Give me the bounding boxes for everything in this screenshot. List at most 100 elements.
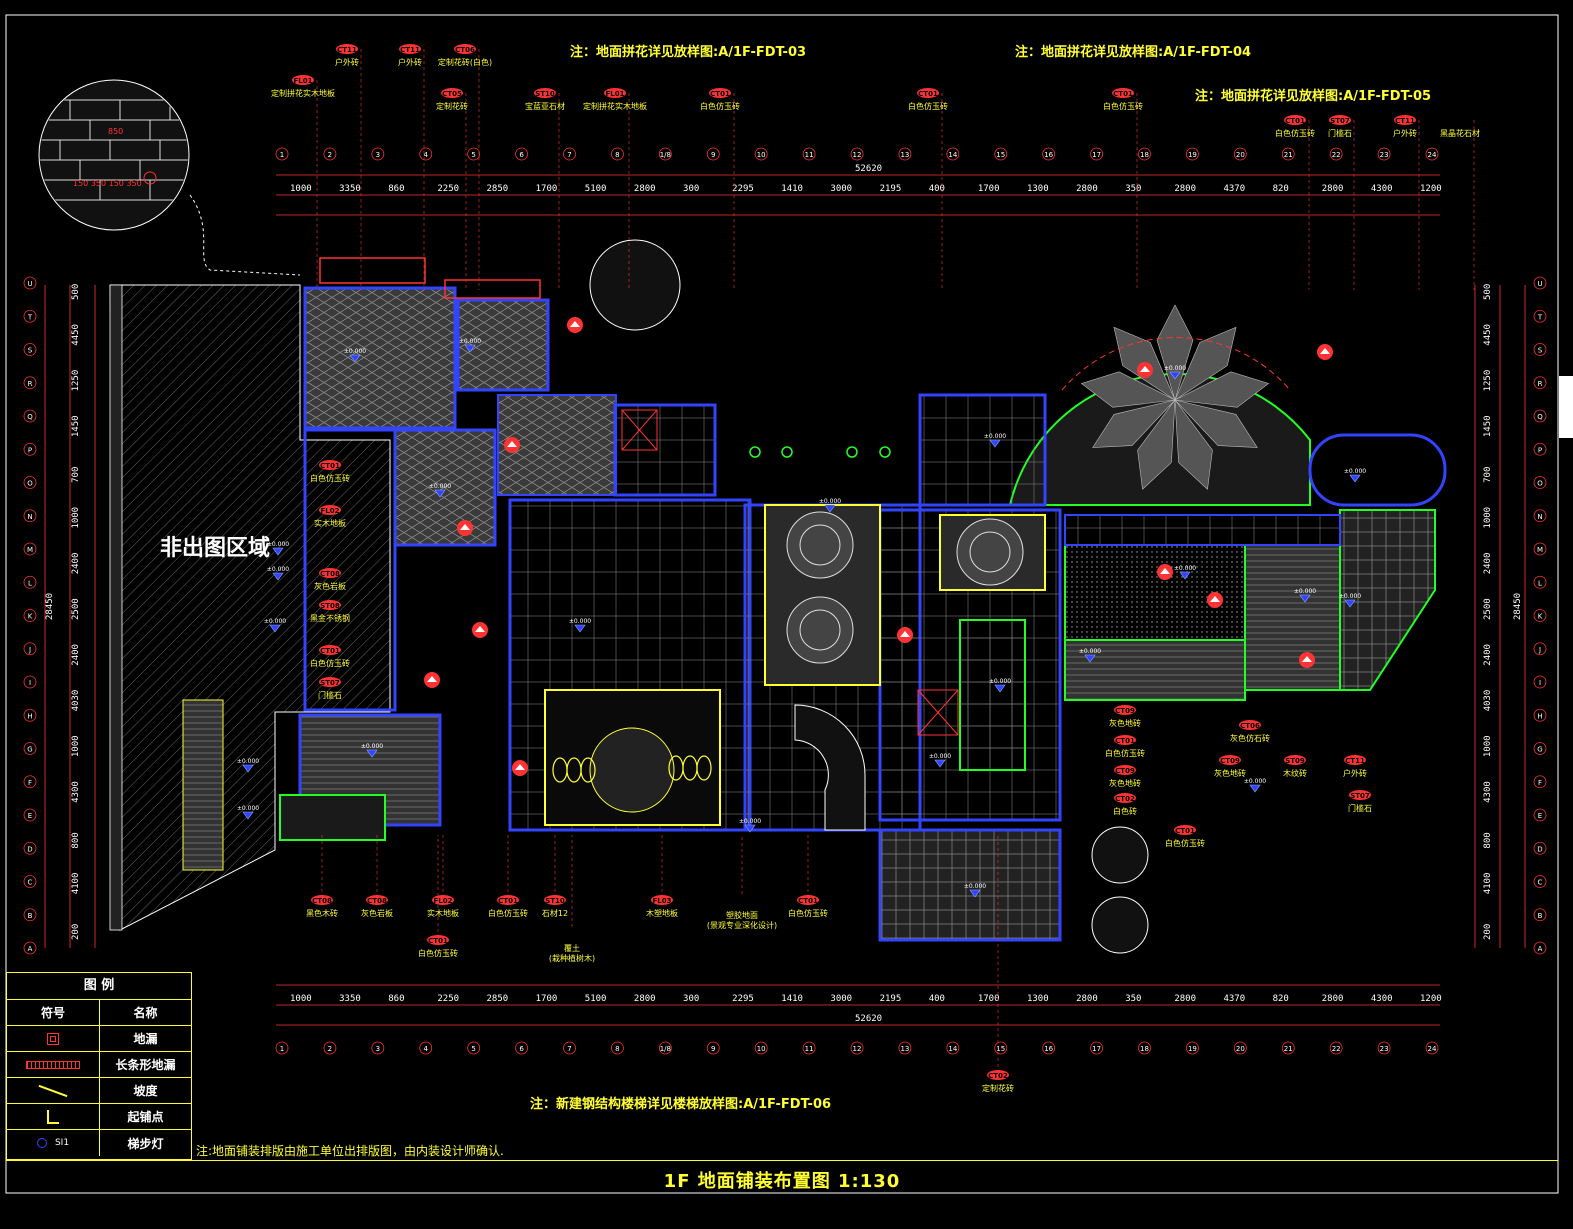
top-grid-bubble: [754, 147, 768, 161]
top-dim: 1200: [1420, 184, 1442, 194]
bottom-dim: 300: [683, 994, 699, 1004]
left-tag-name: 白色仿玉砖: [310, 658, 350, 668]
right-dim: 2500: [1483, 598, 1493, 620]
elevation-label: ±0.000: [1174, 565, 1196, 572]
footnote: 注:地面铺装排版由施工单位出排版图，由内装设计师确认.: [196, 1144, 504, 1158]
left-grid-bubble: [23, 309, 37, 323]
left-grid-label: I: [29, 679, 31, 687]
section-arrow: [460, 524, 470, 530]
right-grid-bubble: [1533, 675, 1547, 689]
top-grid-label: 19: [1188, 151, 1197, 159]
left-tag-marker: [319, 568, 341, 578]
right-dim: 2400: [1483, 553, 1493, 575]
legend-row-linear-drain: 长条形地漏: [7, 1052, 191, 1078]
bottom-dim: 1200: [1420, 994, 1442, 1004]
svg-text:150 350 150 350: 150 350 150 350: [73, 179, 142, 188]
legend-header: 符号 名称: [7, 1000, 191, 1026]
top-tag-marker: [454, 44, 476, 54]
right-tag-name: 灰色仿石砖: [1230, 733, 1270, 743]
left-dim: 1250: [71, 370, 81, 392]
right-grid-label: H: [1537, 712, 1542, 720]
bottom-material-tags: CT08黑色木砖CT08灰色岩板FL02实木地板CT01白色仿玉砖ST10石材1…: [306, 895, 1014, 1093]
bottom-tag-name: 塑胶地面: [726, 910, 758, 920]
top-tag-marker: [336, 44, 358, 54]
left-grid-bubble: [23, 642, 37, 656]
right-tag-code: CT09: [1115, 767, 1135, 775]
right-grid-bubble: [1533, 742, 1547, 755]
bottom-dim: 3000: [830, 994, 852, 1004]
svg-text:850: 850: [108, 127, 123, 136]
bottom-grid-label: 1: [280, 1045, 284, 1053]
right-grid-label: S: [1538, 347, 1543, 355]
top-dim: 820: [1273, 184, 1289, 194]
elevation-label: ±0.000: [267, 566, 289, 573]
bottom-grid-label: 16: [1044, 1045, 1053, 1053]
top-tag-marker: [1329, 115, 1351, 125]
bottom-grid-label: 1/8: [660, 1045, 671, 1053]
bottom-dim: 3350: [339, 994, 361, 1004]
left-grid-bubble: [23, 675, 37, 689]
section-arrow: [1140, 366, 1150, 372]
right-grid-label: G: [1537, 746, 1542, 754]
bottom-grid-bubble: [563, 1041, 576, 1055]
left-dim: 1450: [71, 415, 81, 437]
bottom-dim: 4370: [1223, 994, 1245, 1004]
bottom-grid-bubble: [1186, 1041, 1199, 1055]
top-grid-label: 20: [1236, 151, 1245, 159]
top-dim: 4370: [1223, 184, 1245, 194]
left-dim: 700: [71, 467, 81, 483]
bottom-tag-marker: [987, 1070, 1009, 1080]
elevation-label: ±0.000: [984, 433, 1006, 440]
elevation-marker: [1084, 654, 1096, 663]
bottom-grid-label: 24: [1428, 1045, 1437, 1053]
right-grid-label: Q: [1537, 413, 1543, 421]
elevation-label: ±0.000: [819, 498, 841, 505]
bottom-dim: 2195: [880, 994, 902, 1004]
elevation-label: ±0.000: [989, 678, 1011, 685]
bottom-grid-label: 17: [1092, 1045, 1101, 1053]
left-dim: 1000: [71, 507, 81, 529]
bottom-dim: 1300: [1027, 994, 1049, 1004]
bottom-grid-bubble: [611, 1041, 624, 1055]
left-tag-name: 白色仿玉砖: [310, 473, 350, 483]
right-tag-name: 白色砖: [1113, 806, 1137, 816]
bottom-grid-bubble: [1138, 1041, 1151, 1055]
linear-drain-icon: [26, 1060, 80, 1069]
left-grid-label: G: [27, 746, 32, 754]
bottom-grid-bubble: [1329, 1041, 1343, 1055]
right-grid-label: O: [1537, 480, 1543, 488]
top-grid-bubble: [467, 147, 481, 161]
left-tag-name: 灰色岩板: [314, 581, 346, 591]
right-tag-code: ST09: [1285, 757, 1305, 765]
top-grid-bubble: [1281, 147, 1295, 161]
left-tag-marker: [319, 505, 341, 515]
top-grid-bubble: [563, 147, 576, 161]
left-grid-bubble: [23, 442, 37, 456]
top-grid-label: 6: [519, 151, 524, 159]
left-grid-bubble: [23, 409, 37, 423]
left-grid-label: Q: [27, 413, 33, 421]
bottom-grid-bubble: [323, 1041, 337, 1055]
right-tag-code: CT02: [1115, 795, 1135, 803]
bottom-dim: 2295: [732, 994, 754, 1004]
elevation-label: ±0.000: [264, 618, 286, 625]
top-dim: 1300: [1027, 184, 1049, 194]
left-grid-label: F: [28, 779, 32, 787]
bottom-grid-bubble: [754, 1041, 768, 1055]
bottom-tag-name: (栽种植树木): [549, 953, 595, 963]
top-tag-marker: [604, 88, 626, 98]
left-grid-bubble: [23, 575, 37, 589]
top-dim: 2800: [634, 184, 656, 194]
elevation-label: ±0.000: [1294, 588, 1316, 595]
bottom-grid-label: 12: [853, 1045, 862, 1053]
right-tag-code: CT06: [1240, 722, 1260, 730]
bottom-tag-marker: [651, 895, 673, 905]
left-grid-label: E: [28, 812, 32, 820]
right-tag-marker: [1114, 705, 1136, 715]
left-grid-label: C: [28, 879, 33, 887]
